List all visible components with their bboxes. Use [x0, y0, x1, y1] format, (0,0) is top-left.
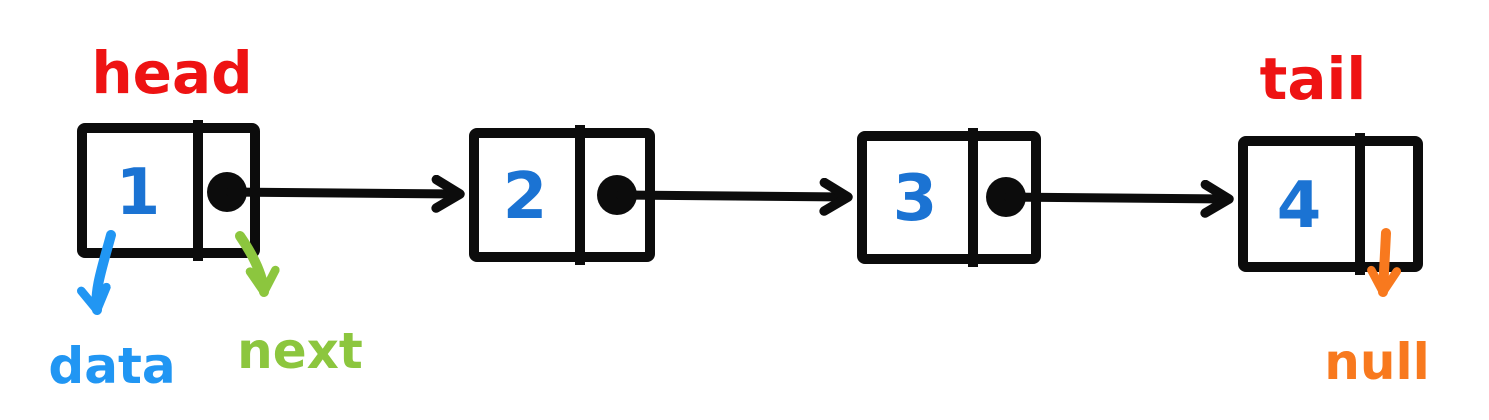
null-terminator-arrow [1367, 228, 1402, 297]
node-4-box [1238, 136, 1423, 272]
node-4-data-value: 4 [1277, 169, 1322, 243]
node-3-data-value: 3 [893, 162, 938, 236]
data-field-arrow [77, 230, 116, 315]
node-2-data-value: 2 [503, 160, 548, 234]
list-node-2: 2 [469, 125, 655, 265]
arrow-node1-to-node2 [225, 174, 465, 213]
arrow-node2-to-node3 [615, 177, 853, 216]
node-1-data-value: 1 [116, 156, 161, 230]
null-terminator-label: null [1324, 333, 1429, 391]
list-node-4: 4 [1238, 133, 1423, 275]
arrow-node3-to-node4 [1003, 179, 1234, 218]
data-field-label: data [48, 337, 175, 395]
tail-pointer-label: tail [1260, 45, 1367, 113]
next-field-arrow [235, 231, 280, 297]
head-pointer-label: head [91, 39, 252, 107]
next-field-label: next [237, 322, 363, 380]
